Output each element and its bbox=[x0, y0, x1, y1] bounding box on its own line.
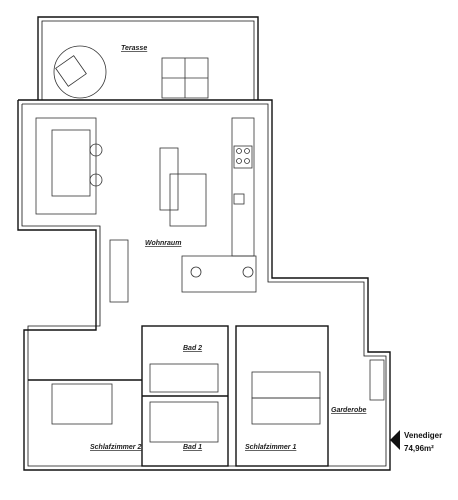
label-terrasse: Terasse bbox=[121, 45, 147, 52]
terrace-area bbox=[37, 16, 259, 100]
label-wohnraum: Wohnraum bbox=[145, 240, 181, 247]
interior-walls bbox=[28, 325, 385, 467]
entrance-arrow-icon bbox=[390, 430, 400, 450]
label-bad2: Bad 2 bbox=[183, 345, 202, 352]
unit-name: Venediger bbox=[404, 431, 442, 440]
living-furniture bbox=[35, 117, 257, 303]
exterior-walls bbox=[17, 99, 391, 471]
label-schlafzimmer2: Schlafzimmer 2 bbox=[90, 444, 141, 451]
label-garderobe: Garderobe bbox=[331, 407, 367, 414]
unit-area: 74,96m² bbox=[404, 444, 434, 453]
label-bad1: Bad 1 bbox=[183, 444, 202, 451]
label-schlafzimmer1: Schlafzimmer 1 bbox=[245, 444, 296, 451]
